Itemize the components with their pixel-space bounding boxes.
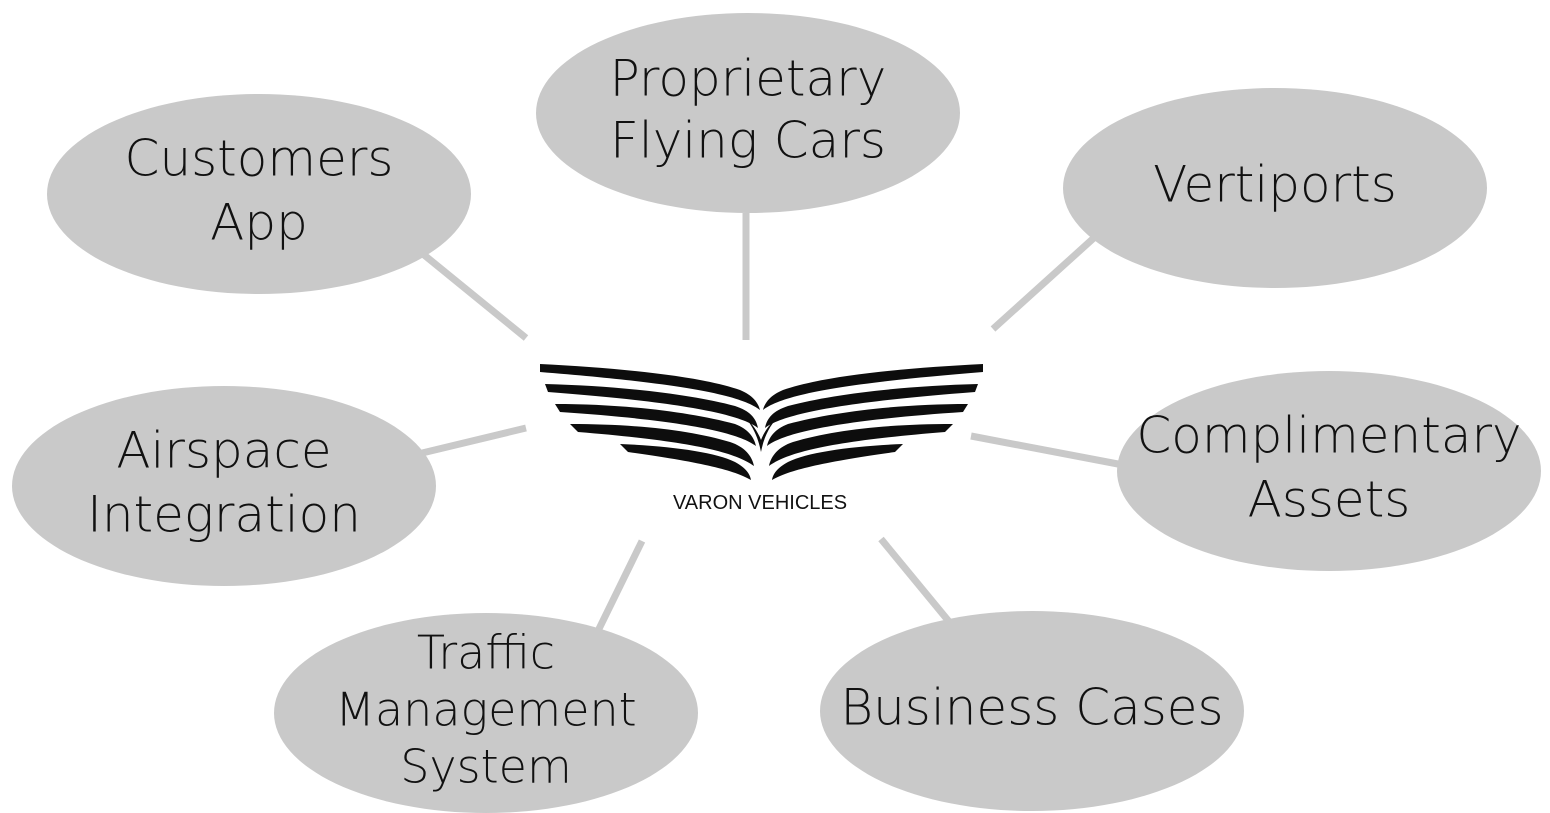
connector-vertiports [990,233,1099,332]
bubble-proprietary-flying-cars [536,13,960,213]
node-label-line: Complimentary [1136,407,1521,465]
bubble-customers-app [47,94,471,294]
node-label-line: System [400,740,572,794]
bubble-business-cases [820,611,1244,811]
connector-airspace-integration [417,424,527,458]
connectors [415,213,1119,639]
node-label-line: Flying Cars [610,112,886,170]
node-label-line: Integration [87,486,361,544]
bubble-traffic-management-system [274,613,698,813]
node-label-line: Assets [1248,471,1411,529]
node-business-cases: Business Cases [820,611,1244,811]
node-label-line: Customers [125,130,394,188]
connector-traffic-management-system [591,539,646,639]
node-label-line: Management [335,683,636,737]
bubble-airspace-integration [12,386,436,586]
connector-complimentary-assets [970,432,1119,468]
varon-vehicles-logo: VARON VEHICLES [540,364,983,514]
bubble-vertiports [1063,88,1487,288]
node-label-line: Vertiports [1153,156,1397,214]
node-label-line: Business Cases [840,679,1223,737]
wings-logo-icon [540,364,983,480]
node-label-line: Proprietary [610,50,887,108]
bubble-complimentary-assets [1117,371,1541,571]
connector-customers-app [415,247,529,341]
connector-business-cases [878,536,954,627]
company-name: VARON VEHICLES [673,492,847,514]
node-label-line: App [210,194,308,252]
node-label-line: Airspace [116,422,331,480]
node-label-line: Traffic [417,626,555,680]
node-vertiports: Vertiports [1063,88,1487,288]
